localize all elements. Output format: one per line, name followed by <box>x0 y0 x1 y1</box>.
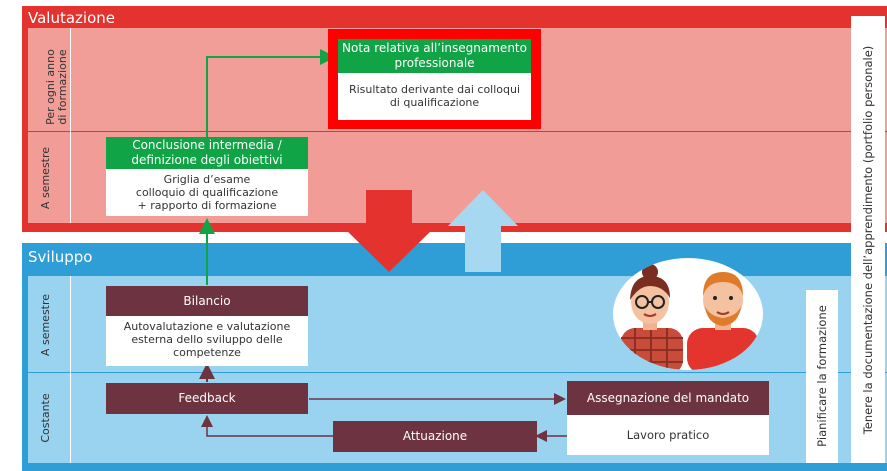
row-label-separator <box>70 28 71 223</box>
people-drawing <box>621 264 759 370</box>
feedback-box: Feedback <box>106 383 308 414</box>
row-label-eval-semestre: A semestre <box>39 146 52 210</box>
valutazione-title: Valutazione <box>28 9 115 27</box>
bilancio-header: Bilancio <box>106 286 308 316</box>
tenere-panel <box>851 16 885 463</box>
two-people-illustration <box>613 258 763 370</box>
big-up-arrow-icon <box>448 190 518 272</box>
attuazione-box: Attuazione <box>333 421 537 452</box>
bilancio-body: Autovalutazione e valutazione esterna de… <box>106 316 308 366</box>
assegnazione-header: Assegnazione del mandato <box>567 381 769 415</box>
conclusione-line: + rapporto di formazione <box>137 199 277 212</box>
pianificare-label: Pianificare la formazione <box>815 305 829 447</box>
pianificare-panel <box>806 290 838 463</box>
tenere-label: Tenere la documentazione dell’apprendime… <box>861 45 875 435</box>
section-gap <box>0 232 887 243</box>
conclusione-header: Conclusione intermedia / definizione deg… <box>106 137 308 169</box>
big-down-arrow-icon <box>344 190 434 272</box>
conclusione-line: Griglia d’esame <box>163 173 251 186</box>
row-label-separator <box>70 276 71 463</box>
row-label-dev-semestre: A semestre <box>39 293 52 357</box>
nota-header: Nota relativa all’insegnamento professio… <box>338 39 531 73</box>
conclusione-body: Griglia d’esame colloquio di qualificazi… <box>106 169 308 216</box>
row-label-per-anno: Per ogni anno di formazione <box>44 37 71 137</box>
sviluppo-title: Sviluppo <box>28 248 93 266</box>
row-label-costante: Costante <box>39 393 52 443</box>
assegnazione-body: Lavoro pratico <box>567 415 769 455</box>
nota-body: Risultato derivante dai colloqui di qual… <box>338 73 531 120</box>
row-label-line: di formazione <box>56 49 69 125</box>
conclusione-line: colloquio di qualificazione <box>135 186 279 199</box>
